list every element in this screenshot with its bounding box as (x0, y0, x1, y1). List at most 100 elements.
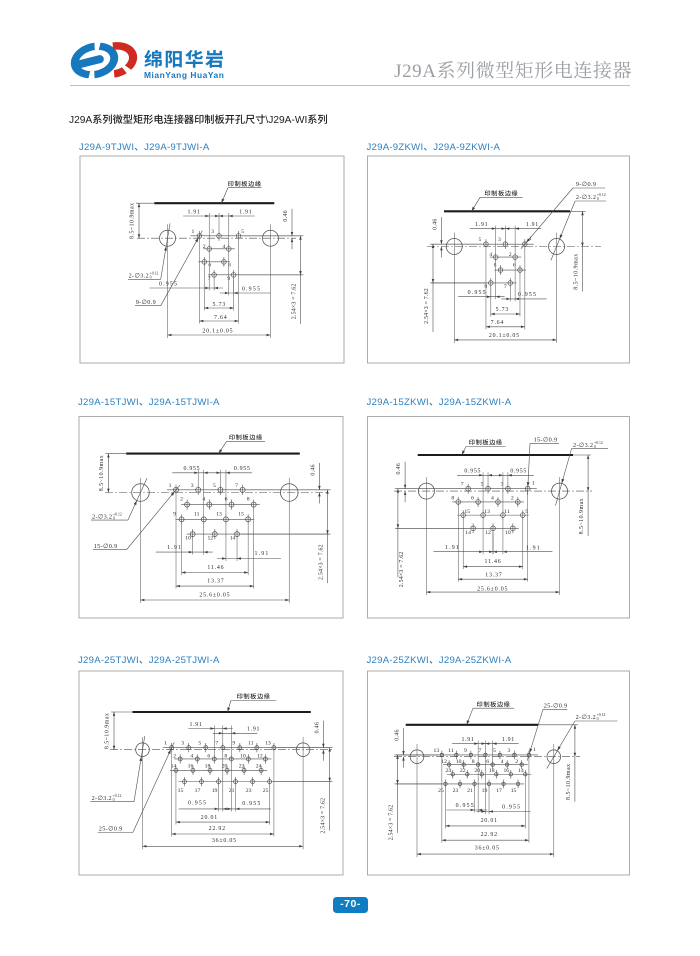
panel-title-1: J29A-9TJWI、J29A-9TJWI-A (79, 142, 210, 153)
svg-text:印制板边缘: 印制板边缘 (477, 699, 511, 708)
panel-border-6 (367, 670, 630, 876)
svg-text:17: 17 (496, 788, 502, 794)
svg-text:6: 6 (513, 263, 516, 269)
svg-text:18: 18 (489, 768, 495, 774)
row-offset-dimension: 0.46 (394, 727, 438, 768)
row-offset-dimension: 0.46 (394, 461, 465, 503)
mount-size-label: 2-∅3.2+0.120 (546, 713, 618, 769)
pin-row-lines (431, 243, 534, 284)
svg-text:21: 21 (467, 788, 473, 794)
panel-border-5 (78, 670, 344, 876)
panel-border-1 (79, 155, 345, 364)
svg-text:0.46: 0.46 (396, 463, 402, 475)
svg-text:21: 21 (229, 788, 235, 794)
svg-text:0.46: 0.46 (310, 464, 316, 476)
mounting-holes (131, 477, 299, 603)
hole-size-label: 15-∅0.9 (92, 485, 181, 551)
svg-text:36±0.05: 36±0.05 (475, 846, 500, 852)
svg-text:1.91: 1.91 (502, 737, 515, 743)
svg-text:1.91: 1.91 (526, 222, 539, 228)
edge-label: 印制板边缘 (466, 699, 514, 725)
svg-text:0.955: 0.955 (188, 800, 207, 806)
panel-title-3: J29A-15TJWI、J29A-15TJWI-A (78, 396, 220, 408)
mount-size-label: 2-∅3.2+0.120 (90, 736, 146, 803)
svg-text:0: 0 (150, 276, 152, 280)
svg-text:15-∅0.9: 15-∅0.9 (94, 543, 118, 550)
svg-text:0: 0 (597, 717, 599, 721)
row-offset-dimension: 0.46 (277, 720, 333, 761)
svg-text:6: 6 (208, 262, 211, 268)
svg-text:2: 2 (180, 497, 183, 503)
svg-text:15-∅0.9: 15-∅0.9 (534, 437, 558, 444)
svg-text:0: 0 (113, 798, 115, 802)
row-pitch-dimension: 2.54×3 = 7.62 (241, 489, 331, 584)
row-pitch-dimension: 2.54×3 = 7.62 (394, 488, 470, 587)
svg-text:15: 15 (464, 509, 470, 515)
svg-text:2-∅3.2: 2-∅3.2 (576, 714, 596, 721)
section-title: J29A系列微型矩形电连接器印制板开孔尺寸\J29A-WI系列 (69, 110, 328, 126)
svg-text:25.6±0.05: 25.6±0.05 (477, 587, 508, 593)
svg-text:19: 19 (212, 788, 218, 794)
mounting-holes (445, 232, 565, 343)
svg-text:8: 8 (472, 759, 475, 765)
svg-text:11: 11 (194, 511, 200, 517)
svg-text:8.5~10.9max: 8.5~10.9max (579, 498, 585, 535)
page-number-badge: -70- (333, 897, 368, 913)
svg-text:印制板边缘: 印制板边缘 (229, 433, 263, 442)
svg-text:0.955: 0.955 (184, 466, 201, 472)
svg-text:13: 13 (265, 741, 271, 747)
svg-text:24: 24 (445, 768, 451, 774)
svg-text:13: 13 (484, 509, 490, 515)
edge-distance-dimension: 8.5~10.9max (579, 455, 590, 537)
svg-text:23: 23 (246, 788, 252, 794)
svg-text:15: 15 (178, 788, 184, 794)
page-header: 绵阳华岩 MianYang HuaYan J29A系列微型矩形电连接器 (0, 0, 700, 96)
header-divider (70, 84, 630, 86)
svg-text:0: 0 (113, 516, 115, 520)
svg-text:0.46: 0.46 (283, 210, 289, 222)
svg-text:16: 16 (503, 768, 509, 774)
hole-size-label: 25-∅0.9 (97, 742, 175, 833)
svg-text:25-∅0.9: 25-∅0.9 (99, 826, 123, 833)
svg-text:+0.12: +0.12 (597, 193, 606, 197)
svg-text:8: 8 (247, 497, 250, 503)
panel-border-4 (367, 416, 630, 619)
svg-text:6: 6 (486, 759, 489, 765)
svg-text:8: 8 (451, 495, 454, 501)
edge-distance-dimension: 8.5~10.9max (99, 453, 110, 493)
svg-text:11: 11 (504, 509, 510, 515)
svg-text:印制板边缘: 印制板边缘 (237, 692, 271, 701)
svg-text:2: 2 (173, 753, 176, 759)
svg-text:23: 23 (453, 788, 459, 794)
svg-text:4: 4 (501, 759, 504, 765)
svg-text:2.54×3 = 7.62: 2.54×3 = 7.62 (424, 288, 430, 324)
svg-text:0: 0 (594, 445, 596, 449)
svg-text:5: 5 (241, 229, 244, 235)
svg-text:12: 12 (441, 759, 447, 765)
svg-text:+0.12: +0.12 (113, 794, 122, 798)
svg-text:2.54×3 = 7.62: 2.54×3 = 7.62 (389, 805, 395, 841)
svg-text:1.91: 1.91 (526, 546, 541, 552)
svg-text:1.91: 1.91 (475, 222, 488, 228)
svg-text:0.955: 0.955 (468, 290, 487, 296)
svg-text:1.91: 1.91 (189, 722, 202, 728)
svg-text:2-∅3.2: 2-∅3.2 (129, 273, 149, 280)
svg-text:15: 15 (238, 511, 244, 517)
svg-text:7: 7 (504, 284, 507, 290)
svg-text:22.92: 22.92 (209, 826, 226, 832)
hole-size-label: 25-∅0.9 (526, 703, 568, 761)
svg-text:20.01: 20.01 (201, 815, 218, 821)
svg-text:3: 3 (500, 482, 503, 488)
